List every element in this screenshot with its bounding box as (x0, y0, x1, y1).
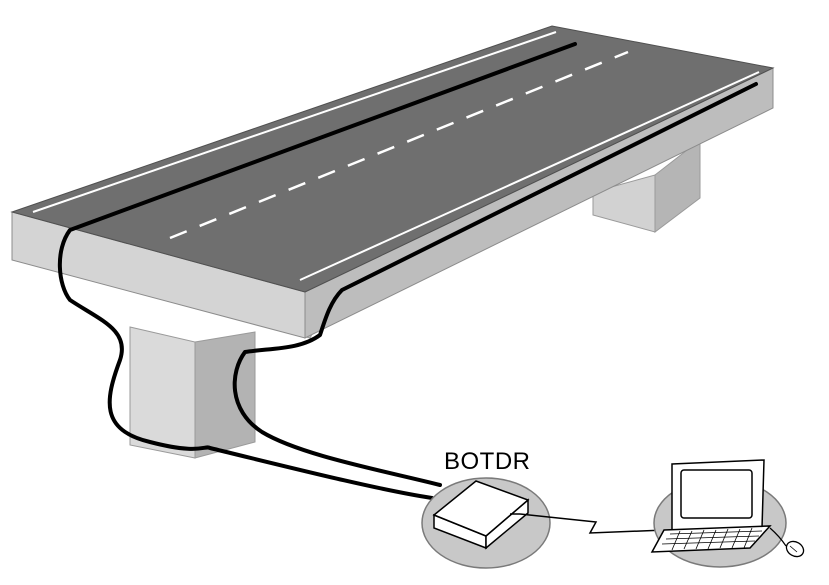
mouse-icon (769, 527, 805, 558)
fiber-optic-cable-icon (57, 42, 758, 500)
botdr-analyzer-icon (421, 477, 551, 569)
data-link-icon (519, 513, 666, 534)
botdr-label: BOTDR (444, 448, 531, 475)
laptop-icon (650, 459, 787, 568)
